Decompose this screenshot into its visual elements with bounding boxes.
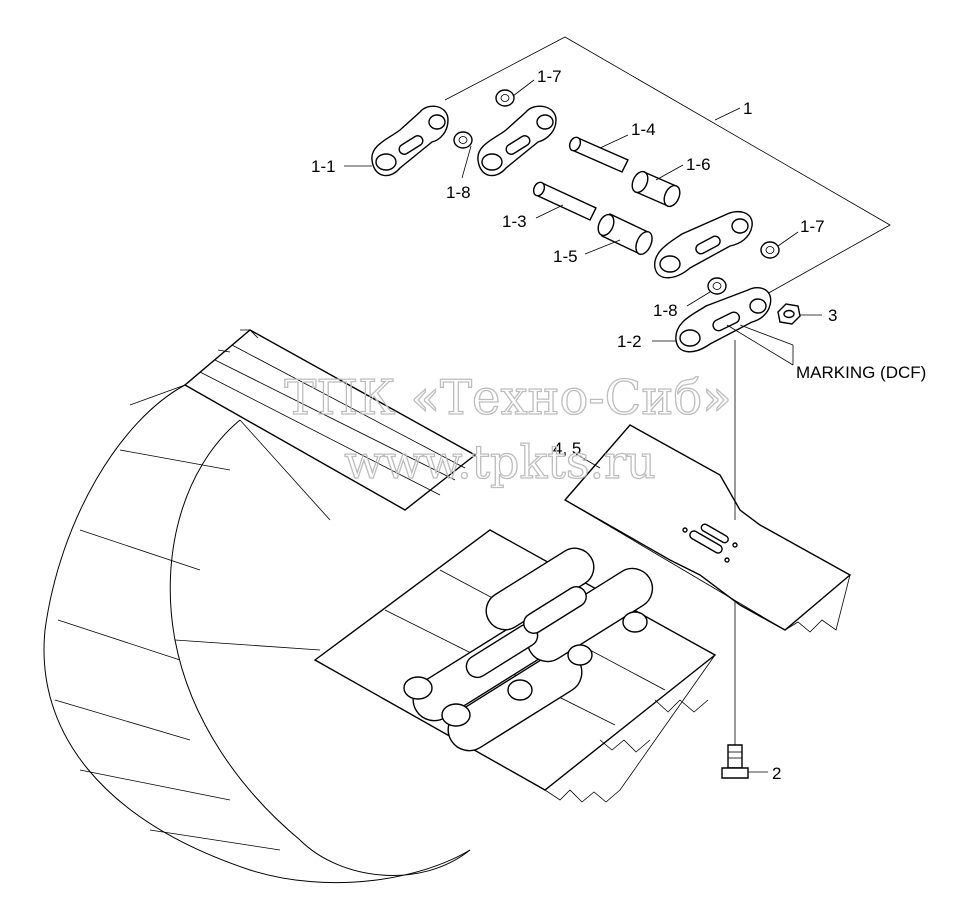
callout-1-6: 1-6 — [686, 155, 711, 174]
callout-1-2: 1-2 — [617, 332, 642, 351]
leader-lines — [344, 79, 822, 773]
watermark-url: www.tpkts.ru — [344, 435, 655, 489]
seal-part-1-8a — [453, 131, 473, 149]
seal-part-1-7b — [760, 241, 780, 259]
marking-label: MARKING (DCF) — [796, 363, 926, 382]
shoe-part-4-5 — [563, 424, 852, 633]
pin-part-1-3 — [532, 181, 597, 221]
callout-labels: 1 1-1 1-7 1-8 1-4 1-6 1-3 1-5 1-7 1-8 1-… — [311, 67, 926, 783]
bushing-part-1-6 — [631, 170, 681, 208]
seal-part-1-8b — [707, 277, 727, 295]
callout-1-4: 1-4 — [631, 120, 656, 139]
watermark-company: ТПК «Техно-Сиб» — [284, 370, 731, 426]
callout-1-8-upper: 1-8 — [446, 183, 471, 202]
callout-1-7-upper: 1-7 — [537, 67, 562, 86]
callout-1-1: 1-1 — [311, 157, 336, 176]
nut-part-3 — [777, 303, 801, 325]
watermark: ТПК «Техно-Сиб» www.tpkts.ru — [284, 369, 733, 489]
callout-3: 3 — [828, 306, 837, 325]
track-belt — [43, 384, 471, 884]
bushing-part-1-5 — [597, 213, 653, 256]
callout-2: 2 — [772, 764, 781, 783]
bolt-part-2 — [721, 600, 749, 779]
callout-4-5: 4, 5 — [553, 439, 581, 458]
assembled-links — [403, 547, 654, 752]
seal-part-1-7a — [495, 89, 515, 107]
pin-part-1-4 — [568, 136, 629, 173]
callout-1-8-lower: 1-8 — [653, 301, 678, 320]
grouser-strip-top — [183, 329, 477, 511]
assembly-boundary — [444, 36, 891, 296]
link-part-1-1 — [371, 105, 449, 177]
callout-1-7-lower: 1-7 — [800, 217, 825, 236]
link-part-1-1b — [477, 105, 557, 177]
link-part-1-2 — [675, 287, 772, 353]
link-part-right-upper — [654, 211, 753, 279]
callout-1: 1 — [743, 99, 752, 118]
callout-1-3: 1-3 — [502, 212, 527, 231]
callout-1-5: 1-5 — [553, 247, 578, 266]
